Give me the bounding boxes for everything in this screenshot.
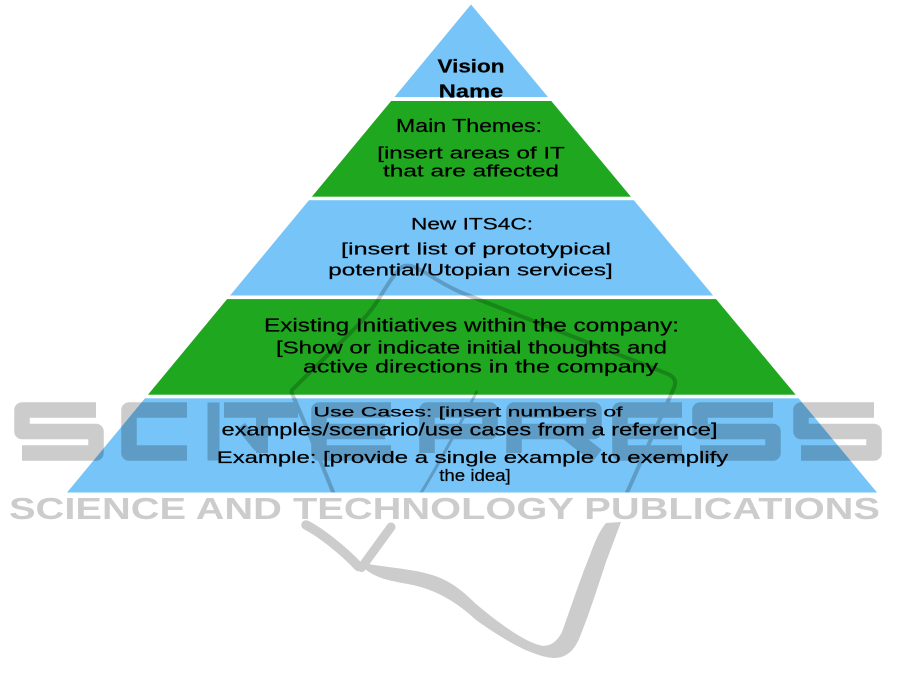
svg-text:Name: Name bbox=[439, 82, 504, 102]
svg-text:the idea]: the idea] bbox=[439, 466, 511, 485]
svg-text:Vision: Vision bbox=[438, 57, 505, 77]
svg-text:[insert areas of IT: [insert areas of IT bbox=[377, 144, 565, 163]
svg-text:SCIENCE AND TECHNOLOGY PUBLICA: SCIENCE AND TECHNOLOGY PUBLICATIONS bbox=[9, 491, 880, 526]
svg-text:examples/scenario/use cases fr: examples/scenario/use cases from a refer… bbox=[222, 420, 718, 440]
svg-text:Use Cases: [insert numbers of: Use Cases: [insert numbers of bbox=[314, 404, 623, 420]
svg-text:[insert list of prototypical: [insert list of prototypical bbox=[341, 240, 611, 259]
svg-text:Main Themes:: Main Themes: bbox=[396, 115, 542, 136]
svg-text:[Show or indicate initial thou: [Show or indicate initial thoughts and bbox=[276, 338, 667, 358]
svg-text:Example: [provide a single exa: Example: [provide a single example to ex… bbox=[217, 448, 729, 467]
svg-text:active directions in the compa: active directions in the company bbox=[303, 357, 658, 377]
svg-text:New ITS4C:: New ITS4C: bbox=[411, 215, 533, 234]
svg-text:potential/Utopian services]: potential/Utopian services] bbox=[328, 261, 613, 280]
svg-text:that are affected: that are affected bbox=[383, 162, 559, 181]
svg-text:Existing Initiatives within th: Existing Initiatives within the company: bbox=[264, 315, 679, 336]
